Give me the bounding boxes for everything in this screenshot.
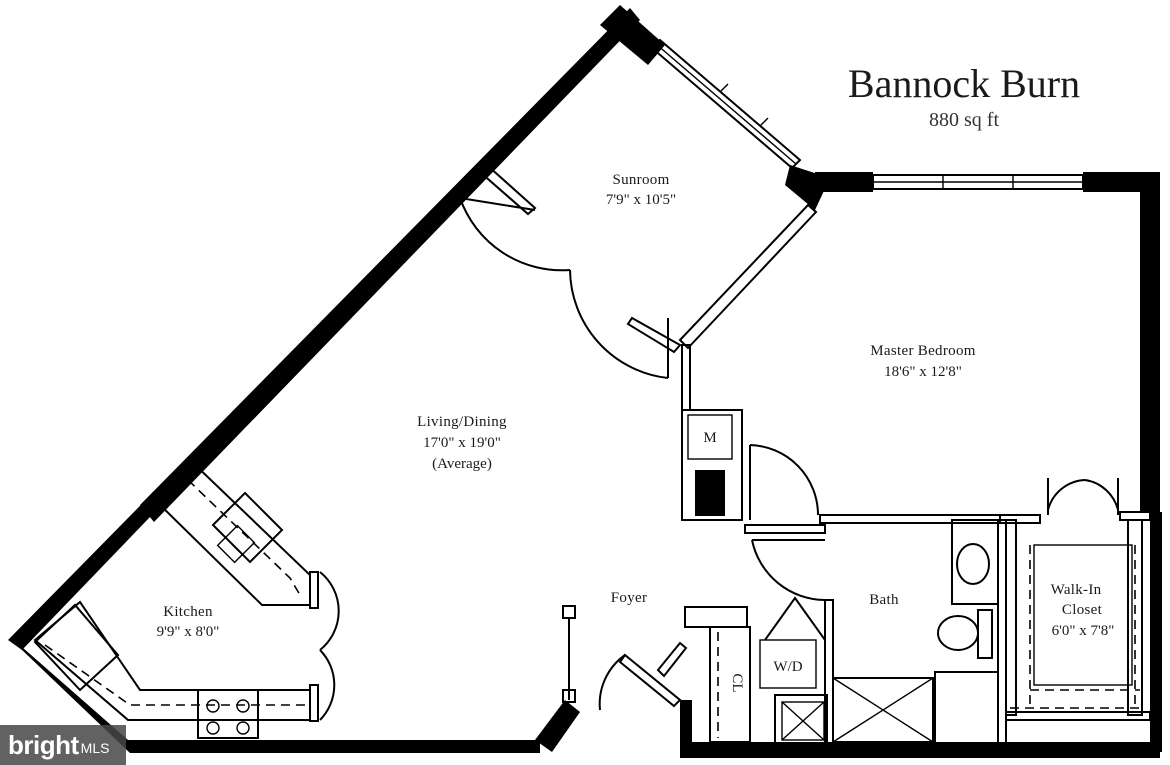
mechanical-box (687, 414, 733, 460)
wall-bedroom-north-right (1083, 172, 1143, 192)
living-dining-dims: 17'0" x 19'0" (423, 435, 501, 451)
wall-east-upper (1140, 172, 1160, 512)
bath-sink (956, 543, 990, 585)
wall-sunroom-bedroom (678, 203, 818, 350)
kitchen-upper-counter (153, 458, 311, 606)
bath-shower (832, 677, 934, 743)
mechanical-label: M (703, 430, 716, 446)
bath-vanity (951, 519, 999, 605)
sunroom-dims: 7'9" x 10'5" (606, 192, 676, 208)
wall-west-diagonal (140, 8, 640, 522)
wall-south-kitchen (14, 640, 540, 753)
watermark-suffix: MLS (80, 740, 110, 756)
closet-label: CL (729, 673, 745, 692)
master-bedroom-label: Master Bedroom (870, 343, 975, 359)
bath-label: Bath (869, 592, 899, 608)
wall-south-entry-angle (535, 700, 580, 752)
wall-south-bath (680, 742, 1160, 758)
sunroom-label: Sunroom (612, 172, 669, 188)
walk-in-closet-label-line1: Walk-In (1051, 582, 1102, 598)
washer-dryer-label: W/D (773, 659, 802, 675)
living-dining-label: Living/Dining (417, 414, 507, 430)
living-dining-note: (Average) (432, 456, 492, 472)
plan-area: 880 sq ft (929, 109, 999, 131)
kitchen-sink (211, 491, 284, 564)
wall-east-lower (1150, 512, 1162, 752)
walk-in-closet-label-line2: Closet (1062, 602, 1103, 618)
mechanical-closet (681, 409, 743, 521)
kitchen-stove (197, 689, 259, 739)
kitchen-fridge (33, 603, 120, 692)
foyer-label: Foyer (611, 590, 648, 606)
interior-walls (678, 203, 1151, 746)
kitchen-label: Kitchen (163, 604, 213, 620)
mls-watermark: bright MLS (0, 725, 126, 765)
wall-sunroom-corner (600, 5, 665, 65)
coat-closet (709, 626, 751, 743)
walk-in-closet-dims: 6'0" x 7'8" (1052, 623, 1115, 639)
kitchen-dims: 9'9" x 8'0" (157, 624, 220, 640)
plan-title: Bannock Burn (848, 61, 1080, 106)
kitchen-lower-counter (33, 600, 311, 721)
kitchen-cabinets (33, 458, 311, 739)
window-sunroom (650, 38, 802, 170)
master-bedroom-dims: 18'6" x 12'8" (884, 364, 962, 380)
windows (650, 38, 1084, 190)
watermark-brand: bright (8, 729, 79, 760)
water-heater (695, 470, 725, 516)
wall-entry-east-jamb (680, 700, 692, 758)
washer-dryer-unit (759, 639, 817, 689)
bath-toilet (937, 615, 979, 651)
wall-bedroom-north-left (815, 172, 873, 192)
